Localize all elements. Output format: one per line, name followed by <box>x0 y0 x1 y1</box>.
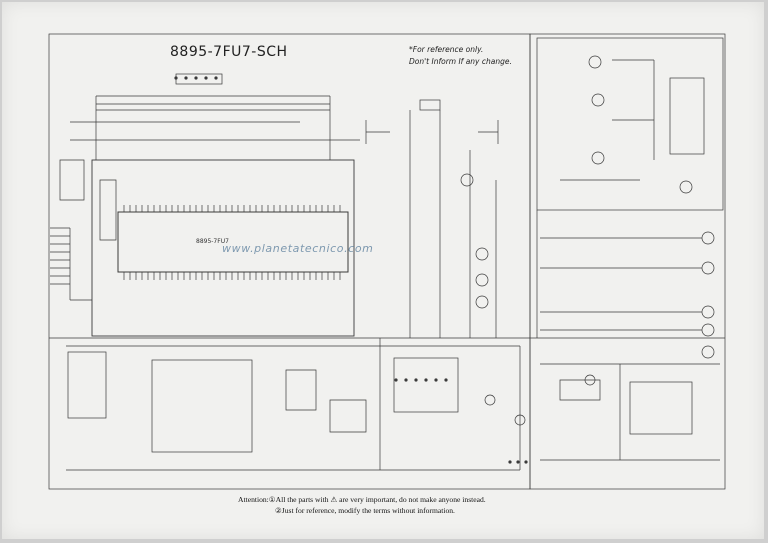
attention-line-1: Attention:①All the parts with ⚠ are very… <box>238 495 486 504</box>
note-line-1: *For reference only. <box>409 45 484 54</box>
crt-board-frame <box>536 37 724 211</box>
main-frame <box>48 33 531 490</box>
note-line-2: Don't Inform If any change. <box>409 57 512 66</box>
switching-block <box>151 359 253 453</box>
flyback-transformer <box>629 381 693 435</box>
crt-socket <box>669 77 705 155</box>
attention-line-2: ②Just for reference, modify the terms wi… <box>275 506 455 515</box>
main-ic-body <box>117 211 349 273</box>
crt-symbol <box>365 99 499 144</box>
left-connector-column <box>50 227 92 301</box>
watermark-url: www.planetatecnico.com <box>222 242 374 255</box>
schematic-title: 8895-7FU7-SCH <box>170 44 288 60</box>
output-jacks <box>540 231 715 359</box>
ic-pins-bottom <box>123 272 341 280</box>
main-ic-area <box>91 159 355 337</box>
right-frame <box>529 33 726 490</box>
reference-note: *For reference only. Don't Inform If any… <box>409 44 512 68</box>
ic-label: 8895-7FU7 <box>196 238 229 245</box>
ic-pins-top <box>123 205 341 212</box>
attention-note: Attention:①All the parts with ⚠ are very… <box>238 494 486 516</box>
fuse-block <box>67 351 107 419</box>
regulator-block <box>393 357 459 413</box>
